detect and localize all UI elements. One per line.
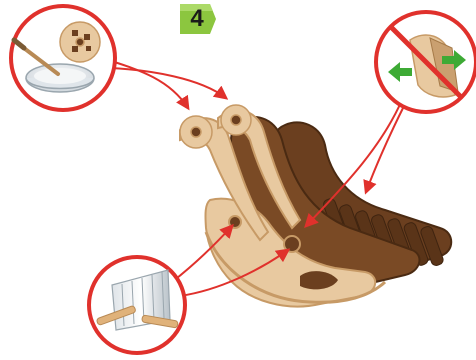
step-number-label: 4 [176,2,218,36]
arrow-glue-to-gear-left [108,60,188,108]
arrow-no-sanding-to-slat [366,104,405,192]
wooden-rocking-chair-model-icon [180,105,451,307]
glue-bowl-callout [11,6,115,110]
step-number-badge: 4 [176,2,218,36]
gear-top-left [180,116,212,148]
no-sanding-callout [376,12,476,112]
arrow-glue-to-gear-right [110,68,226,98]
gear-top-right [221,105,251,135]
comb-pins-callout [89,257,185,353]
front-panel-hole [284,236,300,252]
